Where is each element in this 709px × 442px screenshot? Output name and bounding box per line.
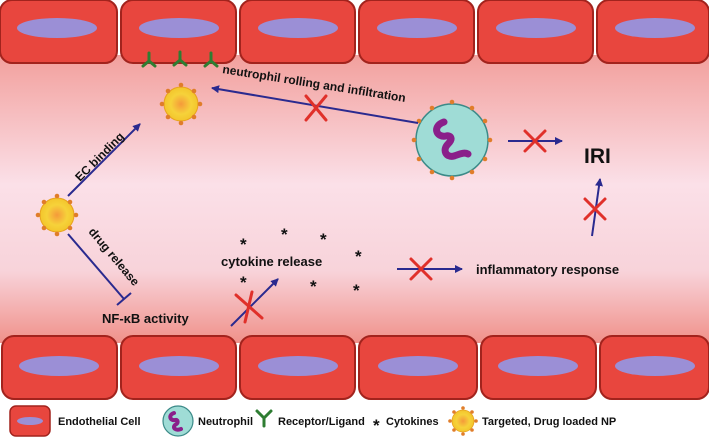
- drug-release-inhibit-bar: [116, 292, 132, 306]
- cytokine-icon: *: [310, 277, 317, 296]
- endothelial-layer-bottom: [1, 335, 709, 400]
- block-x-nfkb: [234, 290, 264, 324]
- cytokine-icon: *: [240, 235, 247, 254]
- endothelial-cell: [120, 335, 237, 400]
- receptor-icon: [203, 51, 219, 68]
- legend-neutrophil-label: Neutrophil: [198, 416, 253, 428]
- cytokine-release-label: cytokine release: [221, 254, 322, 269]
- endothelial-cell: [358, 0, 475, 64]
- cytokine-cluster: * * * * * * *: [240, 225, 362, 300]
- cytokine-icon: *: [353, 281, 360, 300]
- legend-cytokines-label: Cytokines: [386, 416, 439, 428]
- bound-nanoparticle-icon: [159, 82, 203, 126]
- iri-label: IRI: [584, 145, 611, 168]
- ec-binding-arrow: [67, 123, 141, 197]
- drug-release-inhibit-line: [67, 233, 125, 300]
- receptor-ligand-group: [141, 50, 219, 68]
- endothelial-layer-top: [0, 0, 709, 64]
- cytokine-icon: *: [355, 247, 362, 266]
- endothelial-cell: [0, 0, 118, 64]
- endothelial-cell: [239, 335, 356, 400]
- endothelial-cell: [599, 335, 709, 400]
- endothelial-cell: [239, 0, 356, 64]
- legend-endothelial-cell: Endothelial Cell: [9, 405, 141, 437]
- legend-receptor-label: Receptor/Ligand: [278, 416, 365, 428]
- block-x-neutrophil-rolling: [304, 94, 328, 122]
- neutrophil-icon: [411, 99, 493, 181]
- receptor-icon: [172, 50, 188, 67]
- block-x-inflammation-iri: [583, 197, 607, 221]
- receptor-icon: [141, 51, 157, 68]
- legend-nanoparticle: [448, 406, 478, 436]
- cytokine-icon: *: [281, 225, 288, 244]
- legend: Endothelial Cell Neutrophil Receptor/Lig…: [9, 405, 616, 437]
- nfkb-to-cytokine-arrow: [230, 278, 279, 327]
- vessel-lumen: [0, 55, 709, 343]
- receptor-icon: [255, 409, 273, 428]
- endothelial-cell: [120, 0, 237, 64]
- inflammatory-response-label: inflammatory response: [476, 262, 619, 277]
- block-x-inflammation: [409, 257, 433, 281]
- legend-neutrophil: Neutrophil: [162, 405, 253, 437]
- endothelial-cell: [480, 335, 597, 400]
- legend-endothelial-cell-label: Endothelial Cell: [58, 416, 141, 428]
- endothelial-cell: [477, 0, 594, 64]
- free-nanoparticle-icon: [35, 193, 79, 237]
- legend-cytokines: * Cytokines: [373, 416, 439, 435]
- endothelial-cell: [596, 0, 709, 64]
- block-x-neutrophil-iri: [523, 129, 547, 153]
- legend-receptor: Receptor/Ligand: [255, 409, 365, 428]
- cytokine-icon: *: [320, 230, 327, 249]
- cytokine-icon: *: [373, 416, 380, 435]
- cytokine-icon: *: [240, 273, 247, 292]
- block-marks: [234, 94, 607, 324]
- endothelial-cell: [1, 335, 118, 400]
- nfkb-activity-label: NF-κB activity: [102, 311, 189, 326]
- endothelial-cell: [358, 335, 478, 400]
- legend-nanoparticle-label: Targeted, Drug loaded NP: [482, 416, 616, 428]
